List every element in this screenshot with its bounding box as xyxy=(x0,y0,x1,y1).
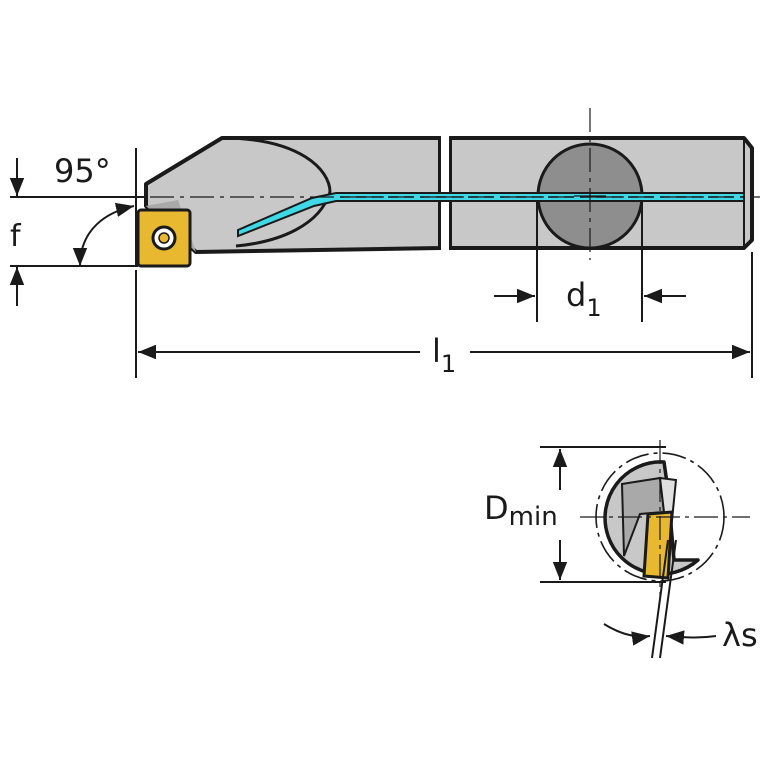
l1-label: l1 xyxy=(432,332,456,378)
dim-d1 xyxy=(494,200,686,322)
dmin-label-sub: min xyxy=(509,502,558,532)
f-label: f xyxy=(10,219,22,254)
l1-label-main: l xyxy=(432,332,441,370)
angle-label: 95° xyxy=(54,152,111,190)
head-dome-curve xyxy=(221,136,332,248)
dim-f xyxy=(9,158,146,306)
lambda-label: λs xyxy=(722,616,758,654)
end-view xyxy=(580,440,750,598)
l1-label-sub: 1 xyxy=(441,350,456,378)
dmin-label: Dmin xyxy=(484,489,558,532)
dim-dmin xyxy=(540,446,666,583)
dim-lambda xyxy=(603,539,717,659)
dim-angle xyxy=(72,148,137,267)
insert-side xyxy=(136,208,192,268)
d1-label-sub: 1 xyxy=(586,294,601,322)
dim-l1 xyxy=(135,252,753,378)
d1-label-main: d xyxy=(566,276,586,314)
dmin-label-main: D xyxy=(484,489,509,527)
d1-label: d1 xyxy=(566,276,602,322)
